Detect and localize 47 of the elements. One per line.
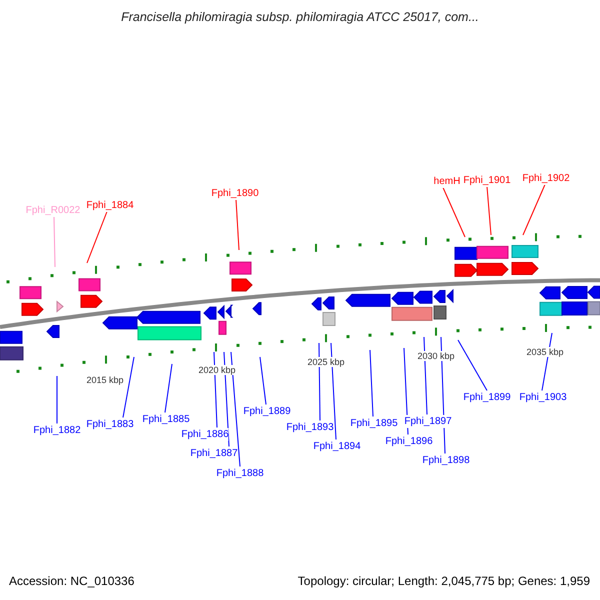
gene-label: Fphi_1882 bbox=[33, 424, 81, 436]
gene-label: Fphi_1893 bbox=[286, 420, 334, 434]
leader-line bbox=[330, 342, 336, 440]
gene-label: Fphi_1899 bbox=[463, 390, 511, 404]
scale-label: 2025 kbp bbox=[307, 357, 345, 367]
gene-label: hemH bbox=[434, 174, 460, 188]
gene-label: Fphi_1897 bbox=[404, 414, 452, 428]
leader-line bbox=[224, 352, 230, 447]
title: Francisella philomiragia subsp. philomiragia ATCC 25017, com... bbox=[120, 10, 480, 24]
leader-line bbox=[164, 364, 172, 413]
leader-line bbox=[54, 216, 56, 268]
scale-label: 2035 kbp bbox=[526, 347, 564, 357]
gene-label: Fphi_1888 bbox=[216, 466, 264, 480]
leader-line bbox=[442, 187, 466, 238]
leader-line bbox=[230, 352, 240, 467]
leader-line bbox=[236, 199, 240, 250]
leader-line bbox=[86, 211, 108, 264]
scale-label: 2015 kbp bbox=[86, 375, 124, 385]
leader-line bbox=[122, 356, 134, 418]
gene-label: Fphi_1903 bbox=[519, 390, 567, 404]
genome-info-text: Topology: circular; Length: 2,045,775 bp; Genes: 1,959 bbox=[298, 574, 590, 588]
gene-label: Fphi_R0022 bbox=[26, 204, 80, 216]
leader-line bbox=[522, 184, 546, 236]
gene-label: Fphi_1898 bbox=[422, 454, 470, 466]
leader-line bbox=[56, 376, 58, 424]
gene-label: Fphi_1884 bbox=[86, 198, 134, 212]
gene-label: Fphi_1901 bbox=[463, 174, 511, 186]
gene-label: Fphi_1890 bbox=[211, 186, 259, 200]
gene-label: Fphi_1885 bbox=[142, 412, 190, 426]
gene-label: Fphi_1895 bbox=[350, 416, 398, 430]
leader-line bbox=[214, 352, 218, 428]
leader-line bbox=[486, 186, 492, 236]
leader-line bbox=[318, 342, 320, 421]
gene-label: Fphi_1886 bbox=[181, 428, 229, 440]
gene-label: Fphi_1887 bbox=[190, 446, 238, 460]
gene-label: Fphi_1894 bbox=[313, 440, 361, 452]
gene-label: Fphi_1889 bbox=[243, 404, 291, 418]
leader-line bbox=[424, 336, 428, 415]
leader-line bbox=[458, 340, 488, 391]
leader-line bbox=[260, 356, 266, 405]
scale-label: 2020 kbp bbox=[198, 365, 236, 375]
gene-label: Fphi_1902 bbox=[522, 172, 570, 184]
gene-label: Fphi_1896 bbox=[385, 434, 433, 448]
leader-line bbox=[370, 350, 374, 417]
scale-label: 2030 kbp bbox=[417, 351, 455, 361]
accession-text: Accession: NC_010336 bbox=[9, 574, 134, 588]
gene-label: Fphi_1883 bbox=[86, 418, 134, 430]
